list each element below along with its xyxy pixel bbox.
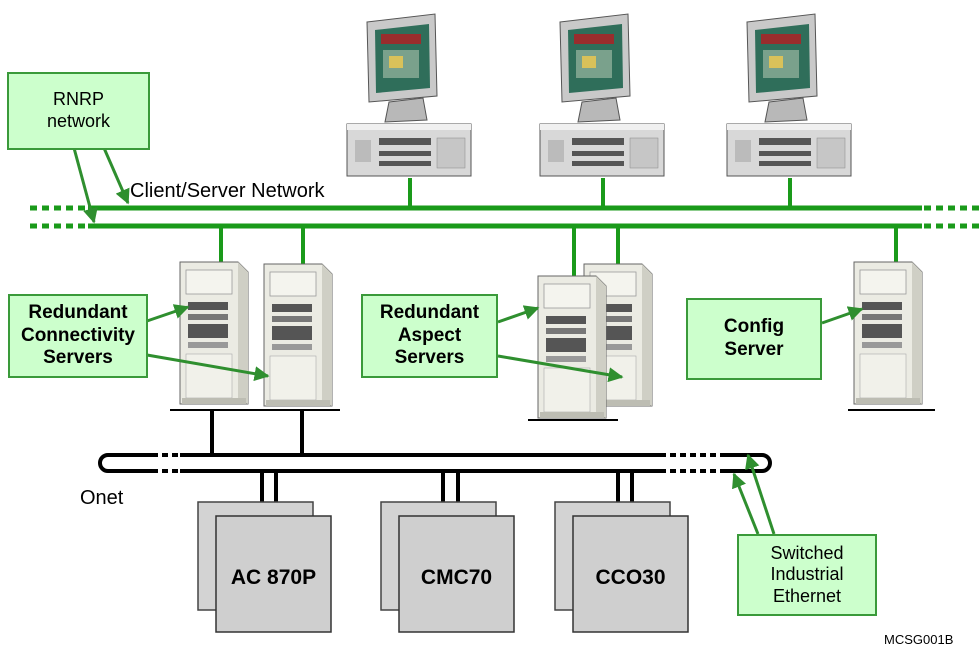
onet-network (98, 410, 772, 516)
controller-label-cco30: CCO30 (595, 566, 666, 589)
workstation-icon (726, 13, 852, 177)
connectivity-server-icon (263, 263, 333, 407)
redundant-aspect-callout: Redundant Aspect Servers (361, 294, 498, 378)
switched-ethernet-label: Switched Industrial Ethernet (770, 542, 844, 606)
switched-ethernet-callout: Switched Industrial Ethernet (737, 534, 877, 616)
controller-label-cmc70: CMC70 (420, 566, 493, 589)
callout-arrows (72, 147, 864, 535)
config-server-label: Config Server (723, 316, 785, 360)
aspect-server-icon (537, 275, 607, 419)
config-server-callout: Config Server (686, 298, 822, 380)
rnrp-network-callout: RNRP network (7, 72, 150, 150)
connectivity-server-icon (179, 261, 249, 405)
redundant-aspect-label: Redundant Aspect Servers (379, 301, 480, 369)
config-server-icon (853, 261, 923, 405)
onet-label: Onet (80, 487, 124, 509)
redundant-connectivity-label: Redundant Connectivity Servers (20, 301, 136, 369)
rnrp-network-label: RNRP network (46, 89, 111, 131)
redundant-connectivity-callout: Redundant Connectivity Servers (8, 294, 148, 378)
workstation-icon (539, 13, 665, 177)
client-server-network-label: Client/Server Network (130, 180, 325, 202)
workstation-icon (346, 13, 472, 177)
figure-id-label: MCSG001B (884, 632, 954, 647)
controller-label-ac870p: AC 870P (230, 566, 317, 589)
client-server-network (30, 178, 980, 278)
